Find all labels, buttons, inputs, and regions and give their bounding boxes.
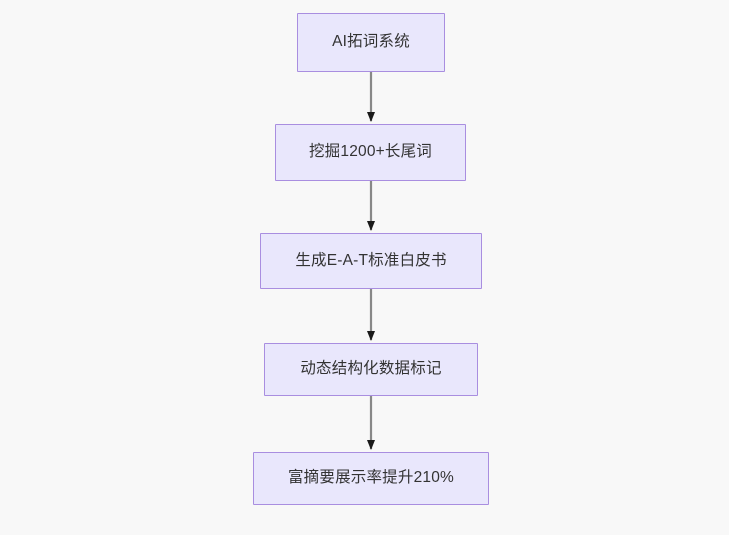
flow-node-label: 富摘要展示率提升210% [287,469,455,487]
flow-node-label: 挖掘1200+长尾词 [308,143,433,161]
flow-node-label: 动态结构化数据标记 [300,360,442,378]
flow-node-rich-snippet-impression-uplift[interactable]: 富摘要展示率提升210% [253,452,489,505]
flow-node-mine-longtail-keywords[interactable]: 挖掘1200+长尾词 [275,124,466,181]
flow-node-label: 生成E-A-T标准白皮书 [295,251,447,269]
flow-node-generate-eat-whitepaper[interactable]: 生成E-A-T标准白皮书 [260,233,482,289]
flow-node-label: AI拓词系统 [332,33,410,51]
flow-node-ai-keyword-system[interactable]: AI拓词系统 [297,13,445,72]
flow-node-dynamic-structured-data-markup[interactable]: 动态结构化数据标记 [264,343,478,396]
